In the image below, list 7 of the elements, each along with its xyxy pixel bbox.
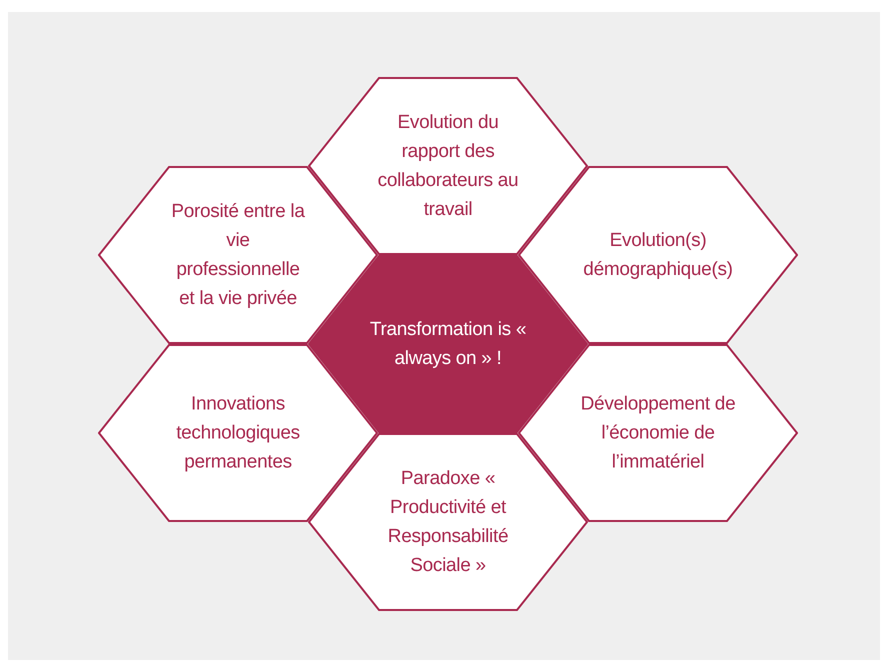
topic-text: Développement de l’économie de l’immatériel	[580, 392, 736, 474]
central-title: Transformation is « always on » !	[368, 318, 528, 371]
topic-text: Evolution(s) démographique(s)	[582, 229, 734, 282]
topic-text: Evolution du rapport des collaborateurs au travail	[376, 111, 520, 222]
topic-text: Porosité entre la vie professionnelle et la vie privée	[170, 200, 306, 311]
topic-text: Innovations technologiques permanentes	[175, 392, 301, 474]
topic-text: Paradoxe « Productivité et Responsabilité Sociale »	[386, 467, 510, 578]
